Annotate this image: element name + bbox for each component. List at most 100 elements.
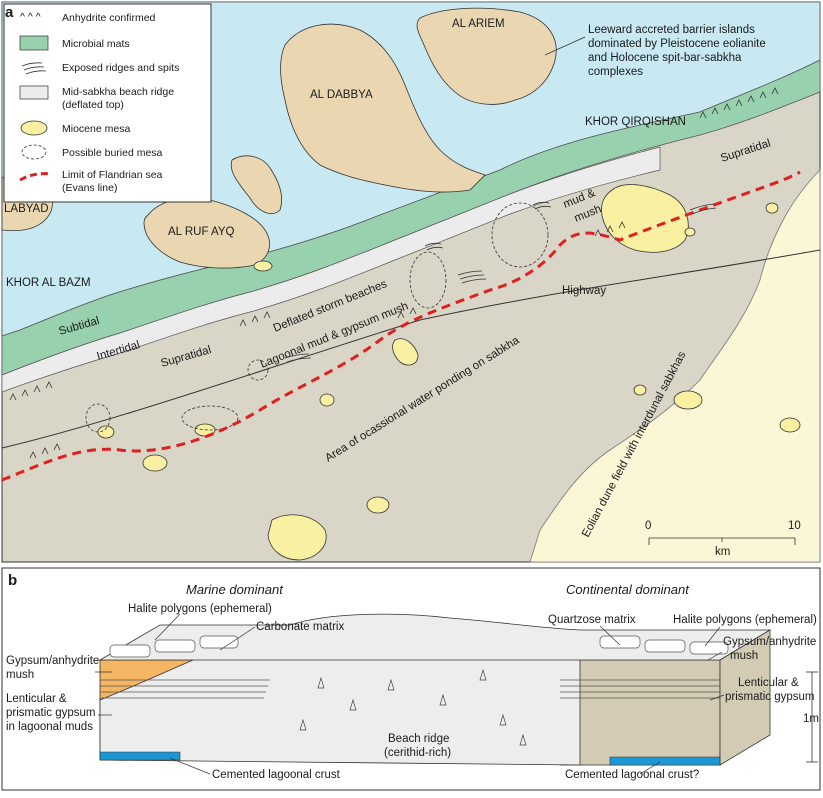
anhydrite-marks [397,307,417,319]
beach-ridge-band [1,146,661,393]
mesa [319,393,335,407]
panel-a-letter: a [5,4,14,21]
mesa [633,384,647,396]
ridge-marks [532,201,552,210]
label-gypsum-right-2: mush [730,650,758,662]
label-lenticular-right-2: prismatic gypsum [725,691,814,703]
mesa [765,202,779,214]
anhydrite-marks [594,221,626,237]
title-marine-dominant: Marine dominant [186,582,284,597]
block-top-surface [98,613,772,661]
anhydrite-symbol: ^ ^ ^ [20,11,41,23]
scale-end: 10 [788,520,801,532]
label-halite-right: Halite polygons (ephemeral) [673,614,817,626]
label-lenticular-left-2: prismatic gypsum [6,707,95,719]
shell-mark [439,693,447,706]
place-al-ruf-ayq: AL RUF AYQ [168,226,235,238]
label-carbonate-matrix: Carbonate matrix [256,621,344,633]
label-gypsum-left-2: mush [6,669,34,681]
gypsum-layers [100,679,270,699]
halite-polygon [154,639,196,653]
shell-mark [317,676,325,689]
legend: a ^ ^ ^ Anhydrite confirmed Microbial ma… [3,3,212,203]
mesa [267,514,327,561]
buried-mesa [181,405,239,431]
swatch-microbial [19,35,49,51]
scale-unit: km [715,546,730,558]
ridge-marks [424,242,444,251]
panel-a-map: AL ARIEM AL DABBYA BU LABYAD AL RUF AYQ … [1,1,821,563]
label-beach-ridge: Beach ridge [388,733,449,745]
place-bu-labyad-2: LABYAD [4,203,49,215]
ridge-symbol [21,62,47,75]
shell-mark [499,713,507,726]
mesa [253,260,273,272]
annotation-leeward: dominated by Pleistocene eolianite [588,38,766,50]
leader-line [639,761,661,775]
anhydrite-marks [699,87,779,119]
halite-polygon [689,641,729,655]
anhydrite-marks [239,311,271,327]
leader-line [709,694,725,701]
place-al-ariem: AL ARIEM [452,18,505,30]
halite-polygon [109,644,151,658]
leader-line [599,625,621,646]
dune-field [529,169,821,563]
title-continental-dominant: Continental dominant [566,582,690,597]
legend-label-anhydrite: Anhydrite confirmed [62,12,156,24]
shell-mark [519,733,527,746]
buried-mesa [409,251,447,309]
annotation-leeward: complexes [588,66,643,78]
thickness-bar [806,671,818,763]
halite-polygon [199,635,239,649]
label-crust-left: Cemented lagoonal crust [212,769,341,781]
anhydrite-marks [9,381,53,401]
label-highway: Highway [562,285,606,297]
legend-label-flandrian-2: (Evans line) [62,182,117,194]
place-khor-al-bazm: KHOR AL BAZM [6,277,91,289]
label-crust-right: Cemented lagoonal crust? [565,769,699,781]
legend-label-flandrian: Limit of Flandrian sea [62,169,163,181]
label-gypsum-left: Gypsum/anhydrite [6,655,99,667]
label-lenticular-left-3: in lagoonal muds [6,721,93,733]
block-front-right [559,659,721,766]
flandrian-limit-line [1,170,801,482]
crust-right [609,756,721,766]
label-beach-ridge-2: (cerithid-rich) [384,747,451,759]
mesa [684,227,696,237]
island-al-ariem [416,7,557,105]
thickness-label: 1m [803,713,819,725]
label-lenticular-left: Lenticular & [6,693,67,705]
swatch-beach [19,85,49,100]
place-al-dabbya: AL DABBYA [310,89,373,101]
buried-mesa [491,202,549,268]
mesa [779,417,801,433]
label-lenticular-right: Lenticular & [738,677,799,689]
legend-label-microbial: Microbial mats [62,38,130,50]
leader-line [154,613,181,641]
halite-polygon [644,639,686,653]
swatch-mesa [20,120,48,136]
mesa-large [601,184,689,253]
mesa [673,390,703,410]
leader-line [219,626,256,651]
dashed-ellipse [21,144,47,160]
leader-line [707,651,723,661]
highway-line [1,249,821,449]
ridge-marks [457,270,487,284]
scale-start: 0 [645,520,651,532]
label-halite-left: Halite polygons (ephemeral) [128,603,272,615]
panel-b-block-diagram: b Marine dominant Continental dominant [1,567,821,791]
shell-mark [479,668,487,681]
legend-label-ridges: Exposed ridges and spits [62,62,179,74]
place-khor-qirqishan: KHOR QIRQISHAN [585,116,686,128]
ridge-marks [284,353,312,363]
shell-mark [299,718,307,731]
shell-mark [387,678,395,691]
block-side-right [719,629,771,766]
anhydrite-marks [29,443,61,459]
scale-bar [648,537,796,545]
annotation-leader [544,36,586,56]
